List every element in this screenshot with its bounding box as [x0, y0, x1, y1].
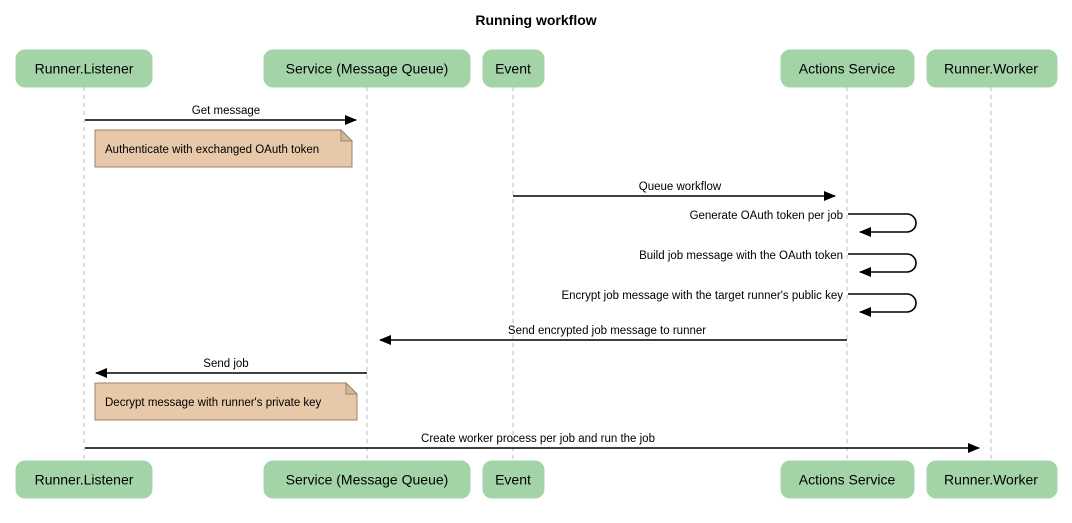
participant-box — [926, 49, 1058, 88]
participant-runner-worker-top[interactable]: Runner.Worker — [926, 49, 1058, 88]
note-authenticate-with-exchanged-oauth-token[interactable]: Authenticate with exchanged OAuth token — [94, 128, 354, 168]
self-loop-arrow — [848, 213, 917, 237]
participant-runner-listener-bottom[interactable]: Runner.Listener — [15, 460, 153, 499]
message-encrypt-job-message-with-the-target-runners-public-key[interactable]: Encrypt job message with the target runn… — [561, 290, 917, 317]
message-label: Send job — [203, 358, 248, 370]
participant-runner-listener-top[interactable]: Runner.Listener — [15, 49, 153, 88]
participant-box — [263, 49, 471, 88]
participant-label: Runner.Listener — [35, 61, 134, 77]
self-loop-arrow — [848, 293, 917, 317]
message-send-encrypted-job-message-to-runner[interactable]: Send encrypted job message to runner — [379, 325, 847, 345]
participant-box — [15, 49, 153, 88]
message-get-message[interactable]: Get message — [85, 105, 357, 125]
lifelines-layer — [83, 87, 992, 461]
message-queue-workflow[interactable]: Queue workflow — [513, 181, 836, 201]
participant-service-message-queue-top[interactable]: Service (Message Queue) — [263, 49, 471, 88]
participant-box — [780, 460, 915, 499]
participant-box — [482, 460, 545, 499]
self-loop-arrow — [848, 253, 917, 277]
participant-label: Runner.Worker — [944, 472, 1038, 488]
participant-box — [780, 49, 915, 88]
participant-label: Runner.Listener — [35, 472, 134, 488]
message-label: Create worker process per job and run th… — [421, 433, 655, 445]
note-fold-corner-icon — [340, 128, 354, 142]
note-label: Decrypt message with runner's private ke… — [105, 397, 322, 409]
message-label: Get message — [192, 105, 260, 117]
message-build-job-message-with-the-oauth-token[interactable]: Build job message with the OAuth token — [639, 250, 917, 277]
message-label: Queue workflow — [639, 181, 722, 193]
participant-box — [926, 460, 1058, 499]
participant-event-top[interactable]: Event — [482, 49, 545, 88]
participant-label: Event — [495, 61, 531, 77]
participant-box — [15, 460, 153, 499]
participant-box — [263, 460, 471, 499]
message-label: Encrypt job message with the target runn… — [561, 290, 843, 302]
message-send-job[interactable]: Send job — [95, 358, 367, 378]
participant-label: Actions Service — [799, 472, 896, 488]
note-body — [94, 129, 353, 168]
participant-label: Service (Message Queue) — [286, 61, 449, 77]
note-decrypt-message-with-runners-private-key[interactable]: Decrypt message with runner's private ke… — [94, 381, 359, 421]
participant-label: Runner.Worker — [944, 61, 1038, 77]
participant-service-message-queue-bottom[interactable]: Service (Message Queue) — [263, 460, 471, 499]
participants-top-layer: Runner.Listener Service (Message Queue) Ev… — [15, 49, 1058, 88]
note-fold-corner-icon — [345, 381, 359, 395]
message-create-worker-process-per-job-and-run-the-job[interactable]: Create worker process per job and run th… — [85, 433, 980, 453]
message-label: Generate OAuth token per job — [690, 210, 843, 222]
message-label: Send encrypted job message to runner — [508, 325, 706, 337]
participant-event-bottom[interactable]: Event — [482, 460, 545, 499]
participant-box — [482, 49, 545, 88]
note-label: Authenticate with exchanged OAuth token — [105, 144, 319, 156]
page-title: Running workflow — [475, 12, 596, 28]
notes-layer: Authenticate with exchanged OAuth tokenD… — [94, 128, 359, 421]
participant-actions-service-bottom[interactable]: Actions Service — [780, 460, 915, 499]
message-label: Build job message with the OAuth token — [639, 250, 843, 262]
message-generate-oauth-token-per-job[interactable]: Generate OAuth token per job — [690, 210, 917, 237]
participant-runner-worker-bottom[interactable]: Runner.Worker — [926, 460, 1058, 499]
participant-label: Service (Message Queue) — [286, 472, 449, 488]
participant-actions-service-top[interactable]: Actions Service — [780, 49, 915, 88]
participant-label: Event — [495, 472, 531, 488]
participant-label: Actions Service — [799, 61, 896, 77]
participants-bottom-layer: Runner.Listener Service (Message Queue) Ev… — [15, 460, 1058, 499]
note-body — [94, 382, 358, 421]
